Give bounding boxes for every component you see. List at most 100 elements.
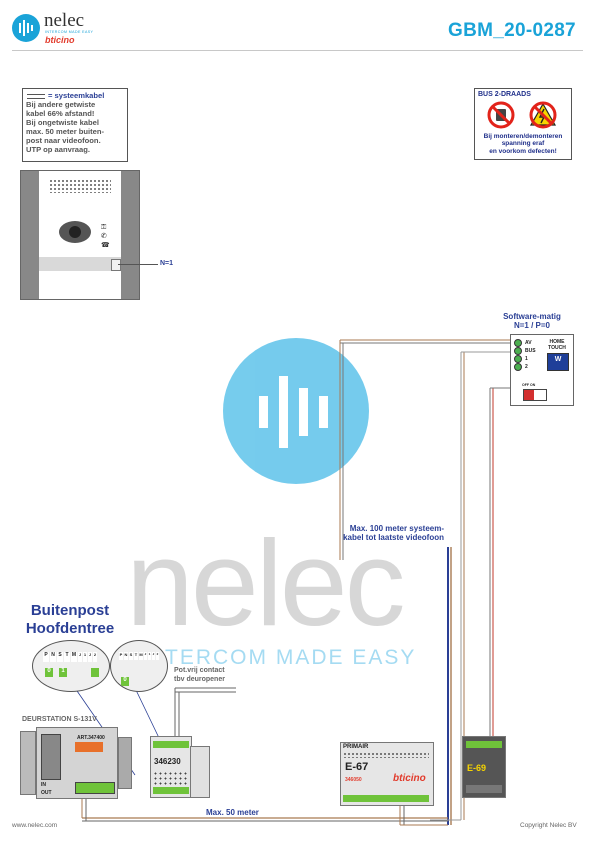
switch-label: OFF ON	[522, 383, 536, 387]
config-header: S	[57, 652, 63, 662]
header-rule	[12, 50, 583, 51]
module-346230-code: 346230	[154, 757, 181, 766]
config-value: 0	[45, 668, 53, 677]
module-346230: 346230	[150, 736, 192, 798]
home-touch-label1: HOME	[549, 339, 565, 345]
primair-e67: PRIMAIR E-67 346050 bticino	[340, 742, 434, 806]
terminal-label: 2	[525, 364, 528, 370]
config-header: 2	[156, 652, 159, 660]
config-header: 2	[93, 652, 97, 662]
deurstation-out: OUT	[41, 790, 52, 796]
note-line: post naar videofoon.	[26, 136, 101, 145]
footer-website[interactable]: www.nelec.com	[12, 822, 58, 829]
config-header: N	[124, 652, 128, 660]
software-label: Software-matig N=1 / P=0	[497, 312, 567, 330]
system-cable-note: = systeemkabel Bij andere getwiste kabel…	[22, 88, 128, 162]
primair-terminals	[343, 795, 429, 802]
config-header: T	[64, 652, 70, 662]
config-detail-right: P N S T M J 1 J 2 0	[110, 640, 168, 692]
terminal-strip	[75, 782, 115, 794]
logo-brand: nelec	[44, 10, 85, 31]
primair-brand: bticino	[393, 773, 426, 784]
buitenpost-line1: Buitenpost	[30, 602, 110, 619]
config-header: N	[50, 652, 56, 662]
watermark-tagline: INTERCOM MADE EASY	[140, 646, 417, 669]
terminal-label: 1	[525, 356, 528, 362]
config-value: 1	[59, 668, 67, 677]
deurstation-board: ART.347400 IN OUT	[36, 727, 118, 799]
config-header: 1	[83, 652, 87, 662]
terminal-screw-icon	[514, 339, 522, 347]
config-header: T	[134, 652, 138, 660]
config-header: J	[78, 652, 82, 662]
logo-mark-icon	[12, 14, 40, 42]
config-jumper	[91, 668, 99, 677]
w-badge: W	[547, 353, 569, 371]
note-line: Bij ongetwiste kabel	[26, 118, 100, 127]
logo-tagline: INTERCOM MADE EASY	[45, 30, 94, 34]
terminal-screw-icon	[514, 347, 522, 355]
config-value: 0	[121, 677, 129, 686]
terminal-screw-icon	[514, 355, 522, 363]
cable-legend-label: = systeemkabel	[48, 91, 105, 100]
terminal-screw-icon	[514, 363, 522, 371]
config-header: M	[71, 652, 77, 662]
config-header: J	[152, 652, 155, 660]
config-header: J	[88, 652, 92, 662]
video-door-panel: ⚿✆☎	[20, 170, 140, 300]
warning-line: spanning eraf	[501, 140, 545, 147]
software-line2: N=1 / P=0	[513, 321, 551, 330]
door-contact-line1: Pot.vrij contact	[174, 667, 225, 674]
config-detail-left: P N S T M J 1 J 2 0 1	[32, 640, 110, 692]
camera-lens-icon	[59, 221, 91, 243]
terminal-block: AV BUS 1 2	[514, 339, 542, 379]
home-touch-unit: AV BUS 1 2 HOME TOUCH W OFF ON	[510, 334, 574, 406]
off-on-switch[interactable]: OFF ON	[522, 383, 547, 401]
warning-line: en voorkom defecten!	[489, 147, 557, 155]
config-header: M	[139, 652, 143, 660]
primair-title: PRIMAIR	[343, 744, 369, 750]
software-line1: Software-matig	[503, 312, 561, 321]
config-header: 1	[148, 652, 151, 660]
bus-warning-box: BUS 2-DRAADS Bij monteren/demonteren spa…	[474, 88, 572, 160]
primair-code: 346050	[345, 777, 362, 783]
panel-n-label: N=1	[160, 260, 174, 267]
deurstation-art: ART.347400	[77, 735, 105, 741]
no-wiring-icon	[487, 101, 515, 128]
watermark-circle-icon	[223, 338, 369, 484]
cable-length-note: Max. 100 meter systeem- kabel tot laatst…	[336, 524, 444, 542]
config-header: J	[144, 652, 147, 660]
note-line: max. 50 meter buiten-	[26, 127, 105, 136]
module-terminal-row	[153, 741, 189, 748]
footer-copyright: Copyright Nelec BV	[520, 822, 577, 829]
cable-legend-icon	[27, 94, 45, 99]
primair-model: E-67	[345, 761, 369, 773]
note-line: Bij andere getwiste	[26, 100, 96, 109]
note-line: kabel 66% afstand!	[26, 109, 95, 118]
w-label: W	[554, 356, 562, 363]
watermark-brand: nelec	[126, 515, 406, 651]
panel-n-lead	[118, 264, 158, 265]
config-header: P	[43, 652, 49, 662]
cable-note-line2: kabel tot laatste videofoon	[343, 533, 444, 542]
call-button[interactable]	[111, 259, 121, 271]
config-header: S	[129, 652, 133, 660]
bticino-logo: bticino	[45, 35, 75, 45]
note-line: UTP op aanvraag.	[26, 145, 91, 154]
deurstation-in: IN	[41, 782, 46, 788]
e69-terminals	[466, 741, 502, 748]
terminal-label: AV	[525, 340, 532, 346]
no-voltage-icon	[529, 101, 557, 128]
buitenpost-heading: Buitenpost Hoofdentree	[22, 602, 118, 638]
warning-title: BUS 2-DRAADS	[478, 91, 531, 98]
speaker-grille	[49, 179, 111, 193]
status-icons: ⚿✆☎	[101, 224, 110, 249]
e69-model: E-69	[467, 763, 487, 773]
cable-note-line1: Max. 100 meter systeem-	[349, 524, 444, 533]
module-terminal-row	[153, 787, 189, 794]
e69-module: E-69	[462, 736, 506, 798]
buitenpost-line2: Hoofdentree	[25, 620, 115, 637]
terminal-label: BUS	[525, 348, 536, 354]
panel-bar	[39, 257, 121, 271]
home-touch-label: HOME TOUCH	[543, 339, 571, 351]
